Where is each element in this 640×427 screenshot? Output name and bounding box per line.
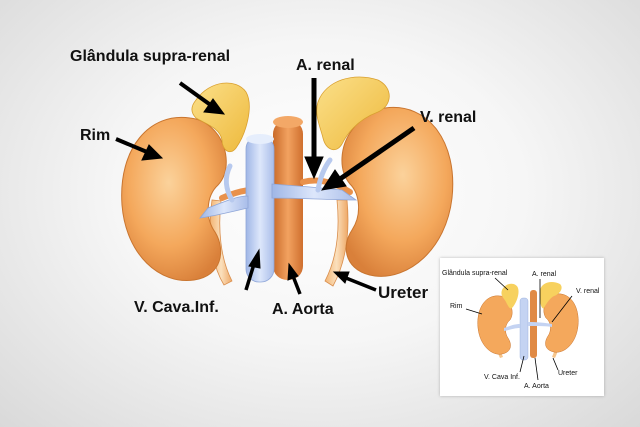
- label-vena-cava: V. Cava.Inf.: [134, 299, 219, 316]
- inset-diagram: [465, 277, 579, 381]
- left-renal-vein-branch: [223, 163, 235, 203]
- inset-label-renal-vein: V. renal: [576, 288, 600, 295]
- label-aorta: A. Aorta: [272, 301, 334, 318]
- vena-cava-arrowhead: [248, 248, 261, 269]
- inset-label-ureter: Ureter: [558, 370, 578, 377]
- kidney-arrowhead: [141, 144, 164, 161]
- label-arrows: [115, 78, 416, 295]
- inset-label-vena-cava: V. Cava Inf.: [484, 374, 520, 381]
- right-renal-artery: [300, 177, 353, 195]
- inset-label-renal-artery: A. renal: [532, 271, 557, 278]
- left-kidney: [121, 116, 227, 282]
- label-renal-vein: V. renal: [420, 109, 477, 126]
- renal-artery-arrowhead: [304, 156, 324, 180]
- label-adrenal-gland: Glândula supra-renal: [70, 48, 231, 65]
- inset-label-kidney: Rim: [450, 303, 463, 310]
- label-ureter: Ureter: [378, 283, 429, 302]
- aorta-arrowhead: [287, 262, 299, 281]
- left-renal-vein: [199, 195, 249, 219]
- right-ureter: [324, 199, 349, 287]
- ureter-arrowhead: [332, 271, 350, 284]
- right-renal-vein: [271, 183, 358, 201]
- inset-label-adrenal-gland: Glândula supra-renal: [442, 270, 508, 277]
- label-kidney: Rim: [80, 127, 111, 144]
- right-kidney: [341, 106, 454, 277]
- inset-thumbnail: Glândula supra-renal Rim A. renal V. ren…: [440, 258, 604, 396]
- right-renal-vein-branch: [315, 157, 333, 193]
- inferior-vena-cava: [245, 134, 275, 283]
- inset-label-aorta: A. Aorta: [524, 383, 549, 390]
- aorta: [273, 116, 303, 280]
- renal-vein-arrowhead: [320, 169, 347, 191]
- label-renal-artery: A. renal: [296, 57, 355, 74]
- adrenal-arrowhead: [203, 98, 226, 115]
- right-adrenal-gland: [316, 76, 390, 151]
